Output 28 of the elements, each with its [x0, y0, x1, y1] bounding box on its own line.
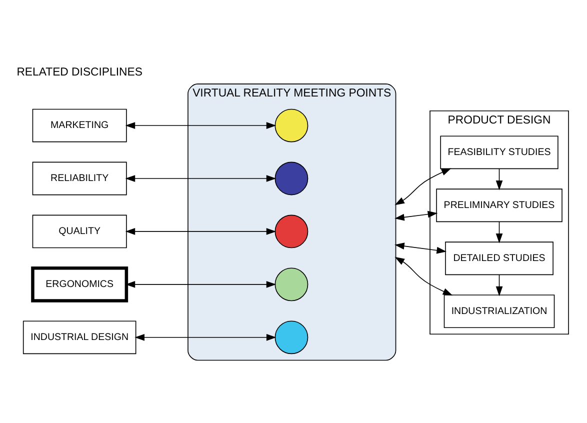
cluster: VIRTUAL REALITY MEETING POINTS [188, 84, 396, 361]
node-box: PRELIMINARY STUDIES [436, 188, 562, 222]
node-circle [274, 320, 308, 354]
node-box: MARKETING [32, 108, 127, 142]
node-circle [274, 268, 308, 302]
node-box: RELIABILITY [32, 162, 127, 196]
node-circle [274, 108, 308, 142]
node-box: INDUSTRIAL DESIGN [22, 320, 136, 354]
node-box: FEASIBILITY STUDIES [440, 136, 558, 170]
arrow [496, 221, 503, 244]
arrow [125, 122, 276, 129]
node-circle [274, 214, 308, 248]
arrow [394, 210, 438, 221]
arrow [125, 175, 276, 182]
arrow [496, 168, 503, 190]
label: RELATED DISCIPLINES [16, 66, 142, 79]
node-box: ERGONOMICS [31, 266, 128, 302]
node-circle [274, 162, 308, 196]
arrow [125, 281, 276, 288]
arrow [394, 242, 446, 254]
arrow [134, 334, 276, 341]
node-box: DETAILED STUDIES [445, 242, 554, 276]
arrow [394, 168, 452, 206]
arrow [125, 228, 276, 235]
arrow [394, 256, 453, 296]
node-box: INDUSTRIALIZATION [444, 294, 555, 328]
node-box: QUALITY [32, 214, 127, 248]
arrow [496, 274, 503, 296]
